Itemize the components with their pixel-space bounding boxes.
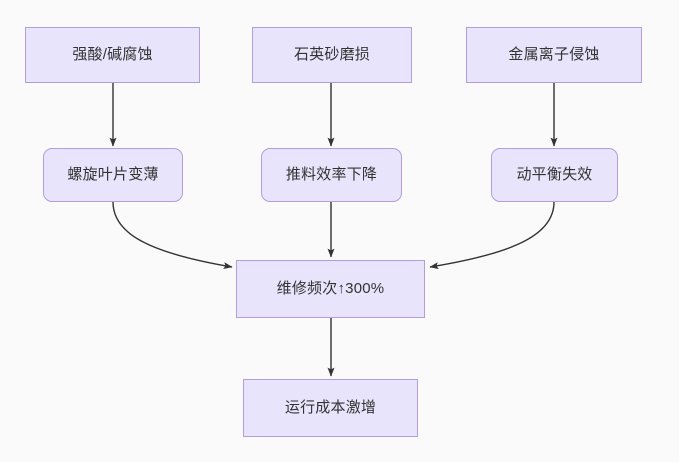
node-convergence-maintenance-frequency[interactable]: 维修频次↑300% (236, 260, 425, 318)
node-label: 石英砂磨损 (293, 46, 370, 63)
node-outcome-operating-cost-surge[interactable]: 运行成本激增 (243, 379, 418, 437)
node-label: 强酸/碱腐蚀 (72, 46, 153, 63)
edge-effect1-to-converge (112, 201, 233, 270)
node-label: 运行成本激增 (284, 399, 377, 416)
node-effect-spiral-blade-thinning[interactable]: 螺旋叶片变薄 (43, 148, 183, 202)
node-label: 金属离子侵蚀 (508, 46, 600, 63)
node-label: 推料效率下降 (285, 166, 378, 183)
node-label: 动平衡失效 (516, 166, 593, 183)
node-cause-quartz-sand-abrasion[interactable]: 石英砂磨损 (252, 27, 412, 83)
node-cause-metal-ion-erosion[interactable]: 金属离子侵蚀 (466, 27, 642, 83)
node-effect-dynamic-balance-failure[interactable]: 动平衡失效 (491, 148, 618, 202)
edge-effect3-to-converge (429, 201, 555, 270)
node-label: 螺旋叶片变薄 (67, 166, 159, 183)
node-cause-acid-alkali-corrosion[interactable]: 强酸/碱腐蚀 (25, 27, 200, 83)
node-label: 维修频次↑300% (276, 280, 385, 297)
node-effect-feeding-efficiency-drop[interactable]: 推料效率下降 (261, 148, 402, 202)
